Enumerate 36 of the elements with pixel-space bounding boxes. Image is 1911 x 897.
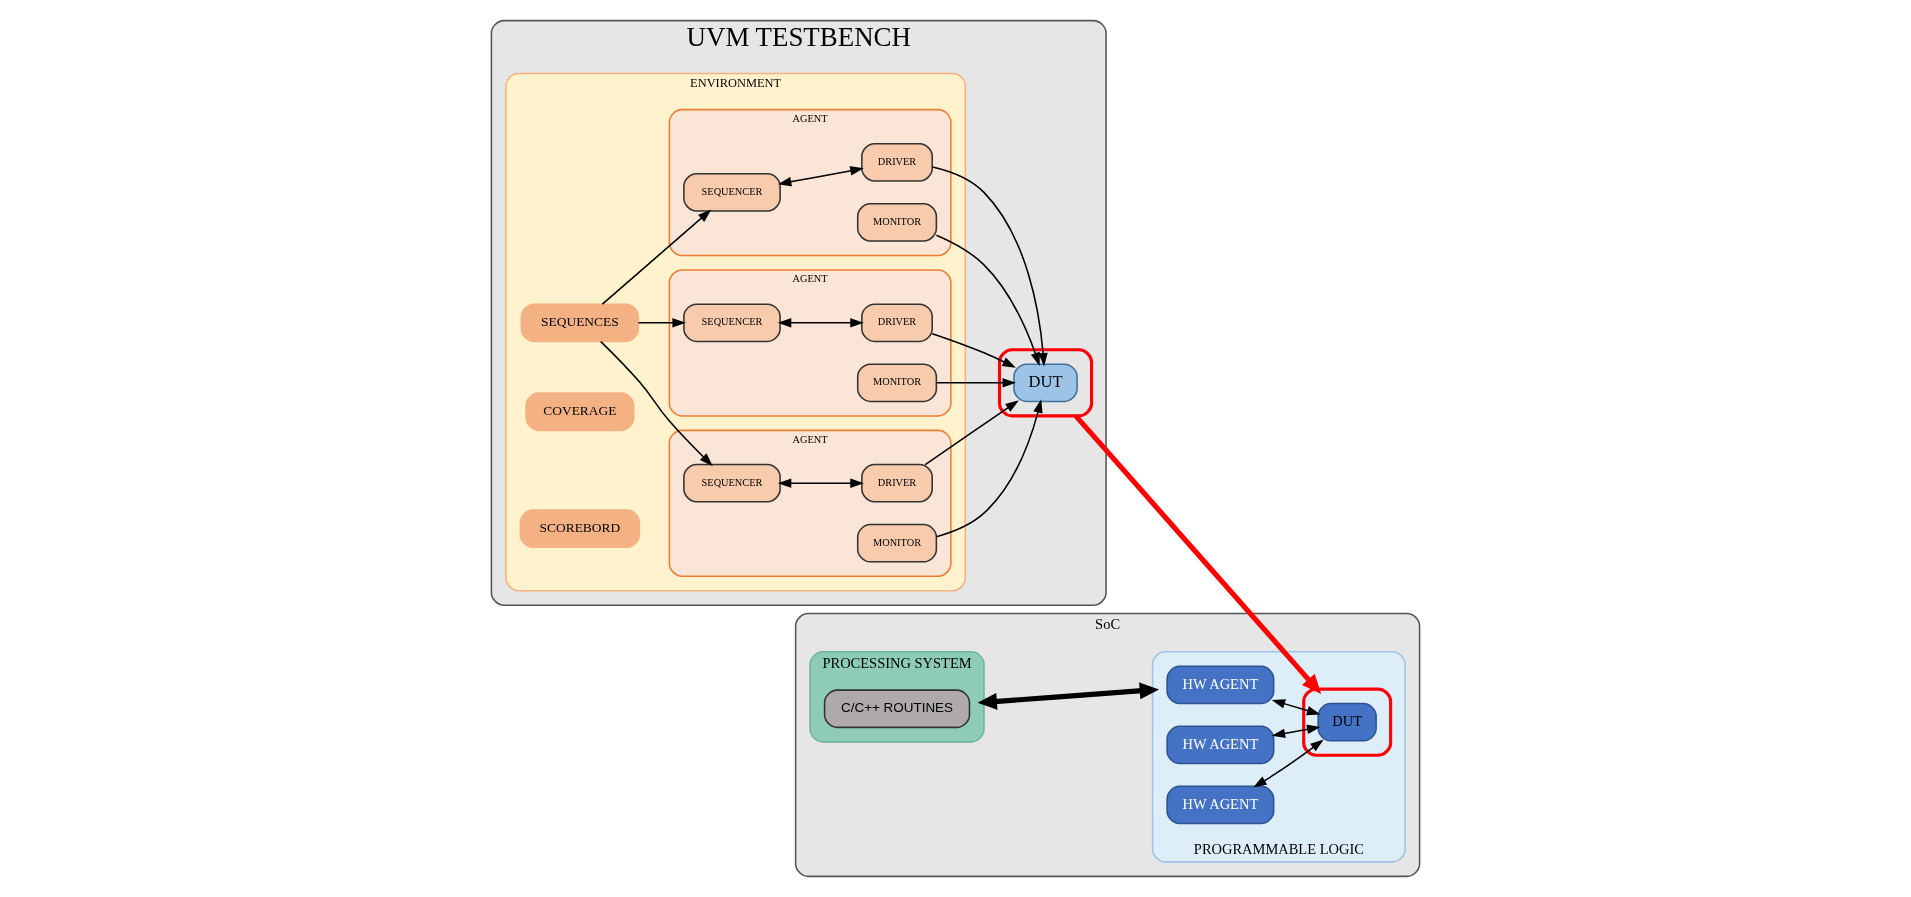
arrow	[924, 400, 1019, 466]
arrow	[1073, 414, 1322, 694]
node-box: DRIVER	[861, 303, 933, 343]
arrow	[935, 234, 1040, 366]
node-box: SEQUENCER	[683, 303, 781, 343]
arrow	[977, 682, 1160, 710]
arrow	[1253, 739, 1324, 788]
arrow	[777, 318, 864, 328]
node-box: SEQUENCES	[520, 303, 640, 343]
node-box: HW AGENT	[1166, 785, 1275, 825]
node-box: MONITOR	[856, 363, 938, 403]
node-box: C/C++ ROUTINES	[823, 689, 971, 729]
node-box: COVERAGE	[525, 392, 635, 432]
node-box: DRIVER	[861, 143, 933, 182]
node-box: SEQUENCER	[683, 173, 781, 212]
node-box: HW AGENT	[1166, 725, 1275, 765]
arrow	[777, 166, 864, 187]
node-box: SCOREBORD	[519, 509, 641, 549]
arrow	[1271, 699, 1321, 716]
arrow	[1271, 724, 1321, 738]
node-box: HW AGENT	[1166, 665, 1275, 705]
arrow	[600, 340, 713, 467]
node-box: SEQUENCER	[683, 463, 781, 503]
node-box: DUT	[1013, 363, 1078, 403]
arrow	[931, 332, 1016, 368]
arrow	[931, 166, 1048, 367]
arrow	[601, 209, 712, 305]
node-box: MONITOR	[856, 523, 938, 563]
node-box: MONITOR	[856, 203, 938, 242]
arrow	[935, 399, 1043, 538]
arrow	[935, 378, 1016, 388]
arrow	[637, 318, 686, 328]
arrow	[777, 478, 864, 488]
node-box: DUT	[1317, 702, 1377, 742]
node-box: DRIVER	[861, 463, 933, 503]
cluster	[1302, 687, 1393, 757]
